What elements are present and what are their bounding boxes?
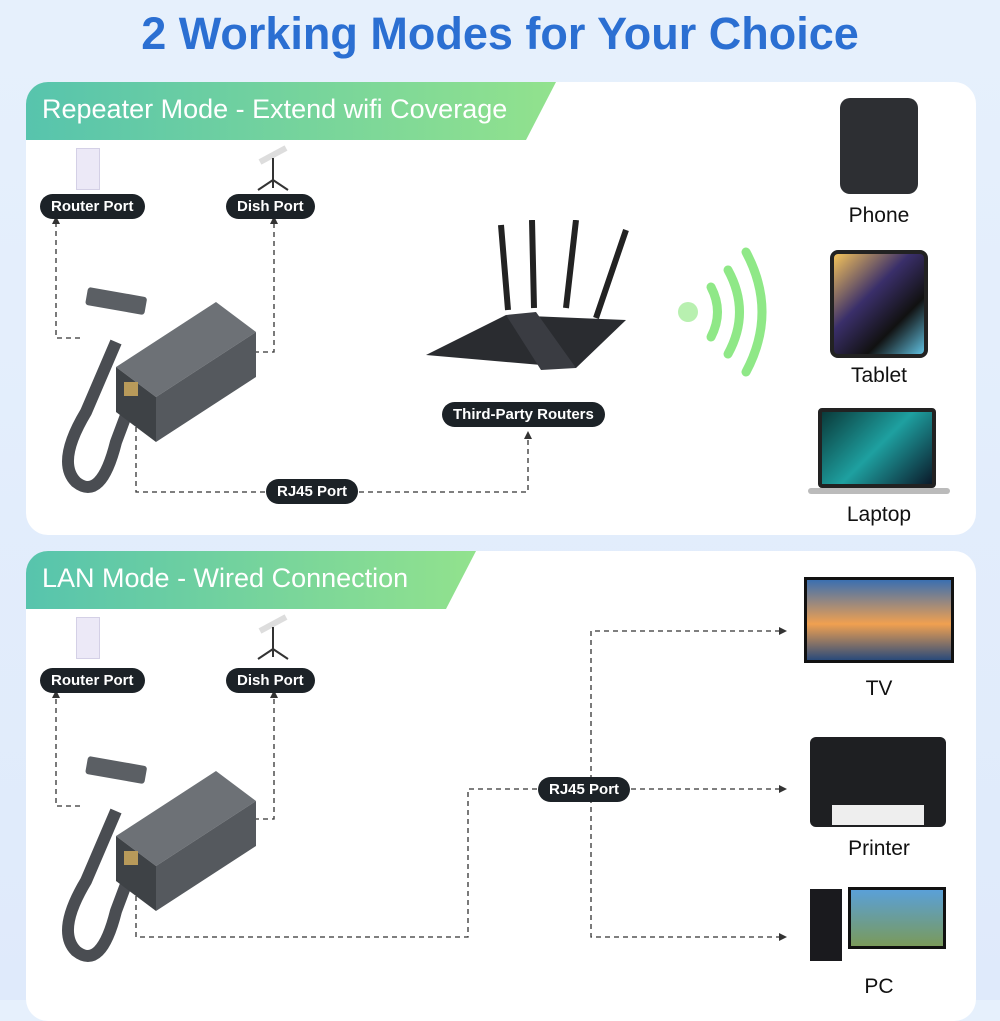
dish-image xyxy=(257,145,289,191)
device-label-pc: PC xyxy=(864,975,894,998)
router-port-label: Router Port xyxy=(40,194,145,219)
pc-tower-image xyxy=(810,889,842,961)
tablet-image xyxy=(830,250,928,358)
third-party-routers-label: Third-Party Routers xyxy=(442,402,605,427)
device-label-laptop: Laptop xyxy=(846,503,912,526)
pc-monitor-image xyxy=(848,887,946,949)
dish-port-label: Dish Port xyxy=(226,194,315,219)
dish-port-label: Dish Port xyxy=(226,668,315,693)
printer-paper xyxy=(832,805,924,825)
laptop-base xyxy=(808,488,950,494)
third-party-router-image xyxy=(426,220,629,370)
wall-router-image xyxy=(76,148,100,190)
lan-mode-panel: LAN Mode - Wired Connection Router Port … xyxy=(26,551,976,1021)
device-label-tv: TV xyxy=(865,677,893,700)
repeater-mode-panel: Repeater Mode - Extend wifi Coverage Rou… xyxy=(26,82,976,535)
wall-router-image xyxy=(76,617,100,659)
tv-image xyxy=(804,577,954,663)
wifi-icon xyxy=(678,247,767,377)
rj45-port-label: RJ45 Port xyxy=(266,479,359,504)
arrowheads xyxy=(52,216,532,439)
laptop-image xyxy=(818,408,936,488)
device-label-printer: Printer xyxy=(848,837,910,860)
arrowheads xyxy=(52,627,787,941)
lan-mode-banner: LAN Mode - Wired Connection xyxy=(26,551,476,609)
page-title: 2 Working Modes for Your Choice xyxy=(141,8,859,59)
rj45-port-label: RJ45 Port xyxy=(538,777,631,802)
repeater-mode-banner: Repeater Mode - Extend wifi Coverage xyxy=(26,82,556,140)
ethernet-adapter-image xyxy=(62,287,256,493)
phone-image xyxy=(840,98,918,194)
router-port-label: Router Port xyxy=(40,668,145,693)
device-label-phone: Phone xyxy=(848,204,910,227)
dish-image xyxy=(257,614,289,660)
ethernet-adapter-image xyxy=(62,756,256,962)
device-label-tablet: Tablet xyxy=(850,364,908,387)
